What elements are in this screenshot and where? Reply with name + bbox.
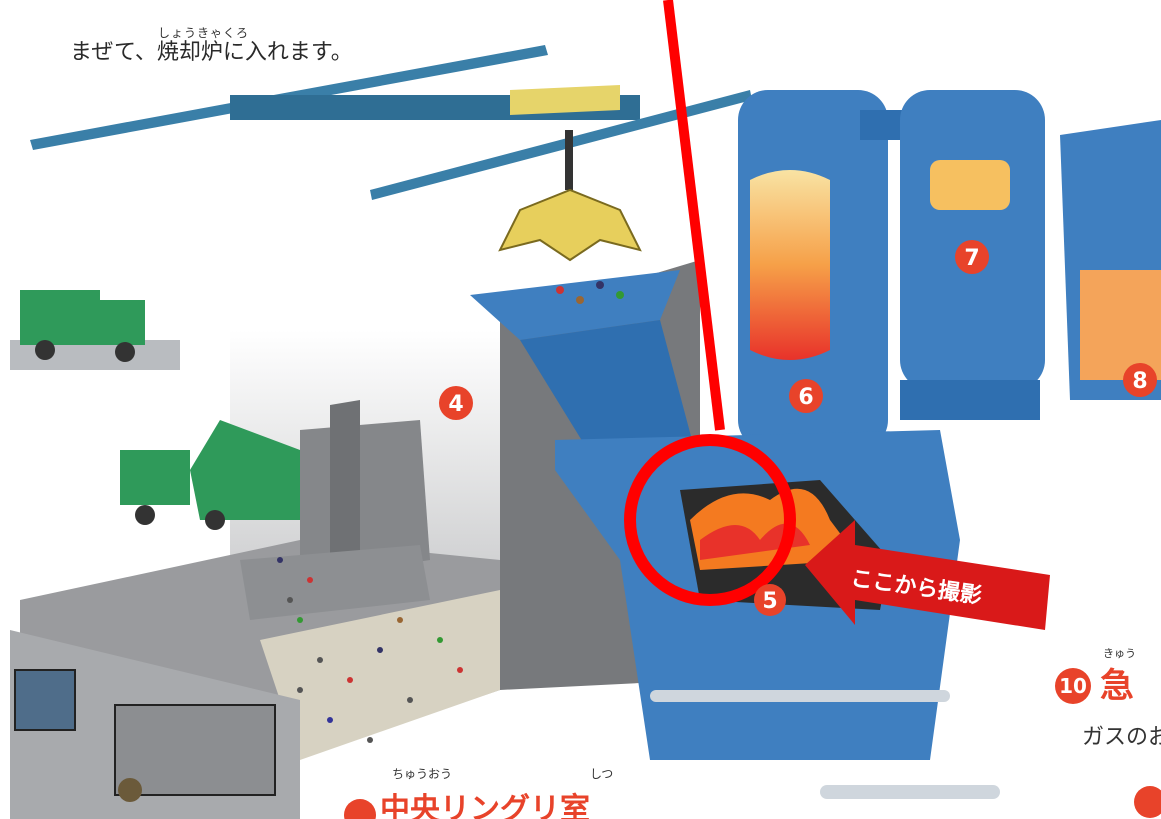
section-9-ruby-2: しつ xyxy=(590,767,613,781)
photo-location-marker xyxy=(624,0,796,606)
marker-5: 5 xyxy=(762,589,777,614)
hopper xyxy=(470,270,700,470)
number-markers: 4 5 6 7 8 xyxy=(439,240,1157,616)
bag-filter-unit xyxy=(1060,120,1161,400)
intro-text: まぜて、焼却炉に入れます。 xyxy=(70,40,353,65)
camera-arrow xyxy=(805,520,1050,630)
section-9-title: 中央リングリ室 xyxy=(380,792,590,819)
marker-8: 8 xyxy=(1132,369,1147,394)
section-10-title: 急 xyxy=(1100,666,1134,706)
garbage-truck-parked xyxy=(10,290,180,370)
cooling-tower xyxy=(900,90,1045,420)
section-10-body: ガスのお xyxy=(1082,725,1161,750)
marker-7: 7 xyxy=(964,246,979,271)
marker-6: 6 xyxy=(798,385,813,410)
crane-claw xyxy=(498,130,642,262)
section-10-heading: 10 急 きゅう ガスのお xyxy=(1055,647,1161,750)
boiler-tower xyxy=(738,90,940,450)
intro-ruby: しょうきゃくろ xyxy=(158,26,250,40)
garbage-truck-dumping xyxy=(120,420,300,530)
section-9-ruby-1: ちゅうおう xyxy=(392,767,452,781)
marker-4: 4 xyxy=(448,392,463,417)
crane-rails xyxy=(30,45,752,200)
bottom-right-marker xyxy=(1134,786,1161,818)
garbage-pile xyxy=(277,557,463,743)
section-10-ruby: きゅう xyxy=(1103,647,1136,660)
section-10-number: 10 xyxy=(1059,674,1087,698)
control-room xyxy=(10,630,300,819)
section-9-heading: 中央リングリ室 ちゅうおう しつ xyxy=(344,767,613,819)
